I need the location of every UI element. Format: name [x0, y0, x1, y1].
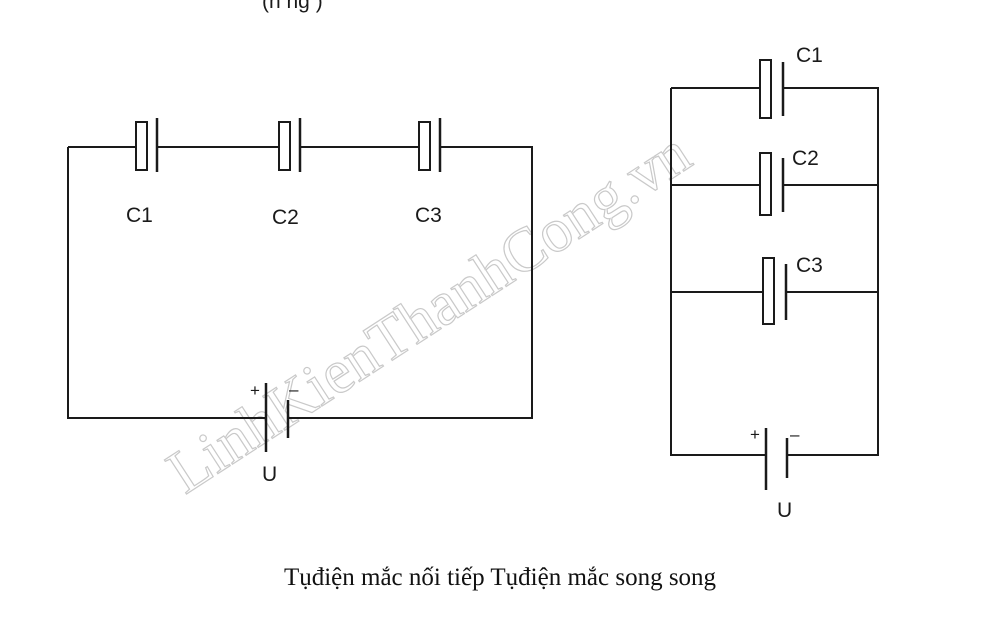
parallel-capacitor-c2: C2	[759, 147, 819, 216]
figure-caption: Tụđiện mắc nối tiếp Tụđiện mắc song song	[283, 564, 717, 591]
series-capacitor-c3: C3	[415, 118, 442, 227]
parallel-battery-label: U	[777, 499, 792, 522]
parallel-circuit: C1 C2 C3 + – U	[670, 44, 879, 522]
parallel-capacitor-c3: C3	[762, 254, 823, 325]
parallel-capacitor-c1: C1	[759, 44, 823, 119]
watermark: LinhKienThanhCong.vn	[156, 119, 703, 507]
series-label-c2: C2	[272, 206, 299, 229]
parallel-wires	[670, 87, 879, 456]
top-text-fragment: (h ng )	[262, 0, 323, 13]
series-label-c3: C3	[415, 204, 442, 227]
parallel-label-c2: C2	[792, 147, 819, 170]
series-battery: + – U	[250, 380, 299, 486]
parallel-battery: + – U	[750, 425, 800, 522]
parallel-battery-plus: +	[750, 425, 760, 444]
series-battery-minus: –	[289, 380, 299, 399]
series-capacitor-c2: C2	[272, 118, 302, 229]
parallel-label-c3: C3	[796, 254, 823, 277]
series-capacitor-c1: C1	[126, 118, 159, 227]
series-battery-label: U	[262, 463, 277, 486]
series-battery-plus: +	[250, 381, 260, 400]
series-label-c1: C1	[126, 204, 153, 227]
parallel-battery-minus: –	[790, 425, 800, 444]
series-wires	[67, 146, 533, 419]
series-circuit: C1 C2 C3 + – U	[67, 118, 533, 486]
parallel-label-c1: C1	[796, 44, 823, 67]
